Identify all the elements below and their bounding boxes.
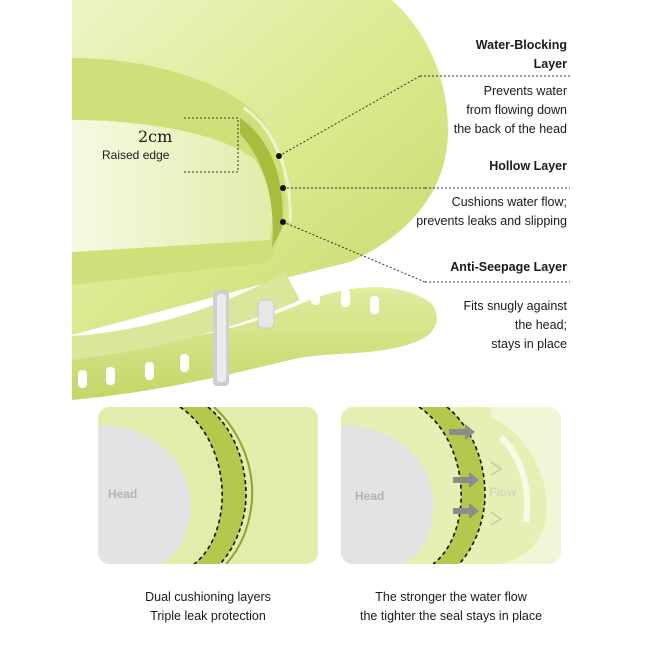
size-label: Raised edge <box>102 148 170 162</box>
flow-arrow-icons <box>490 461 503 526</box>
callout-1-description: Prevents water from flowing down the bac… <box>453 84 567 136</box>
visor-raised-edge <box>240 118 283 248</box>
panel-2-head-label: Head <box>355 489 385 503</box>
callout-2-title: Hollow Layer <box>489 159 567 173</box>
panel-2-flow-label: Flow <box>489 485 517 499</box>
panel-1-head-label: Head <box>108 487 138 501</box>
callout-2-description: Cushions water flow; prevents leaks and … <box>416 195 567 228</box>
panel-2-caption: The stronger the water flow the tighter … <box>359 590 543 623</box>
strap-holes <box>78 287 379 388</box>
panel-1-caption: Dual cushioning layers Triple leak prote… <box>145 590 271 623</box>
panel-1-illustration <box>98 407 318 564</box>
visor-strap <box>72 287 437 400</box>
water-pressure-arrows <box>449 424 479 519</box>
callout-3-title: Anti-Seepage Layer <box>450 260 567 274</box>
panel-water-flow: Head Flow <box>341 407 561 564</box>
callout-dots <box>276 153 286 225</box>
buckle-clasp <box>213 290 275 386</box>
panel-dual-cushion: Head <box>98 407 318 564</box>
callout-3-description: Fits snugly against the head; stays in p… <box>463 299 567 351</box>
panel-2-illustration <box>341 407 561 564</box>
size-value: 2cm <box>138 127 173 146</box>
visor-opening <box>72 120 273 252</box>
callout-1-title: Water-Blocking Layer <box>475 38 567 71</box>
visor-illustration <box>72 0 570 400</box>
callout-leaders <box>278 75 570 283</box>
